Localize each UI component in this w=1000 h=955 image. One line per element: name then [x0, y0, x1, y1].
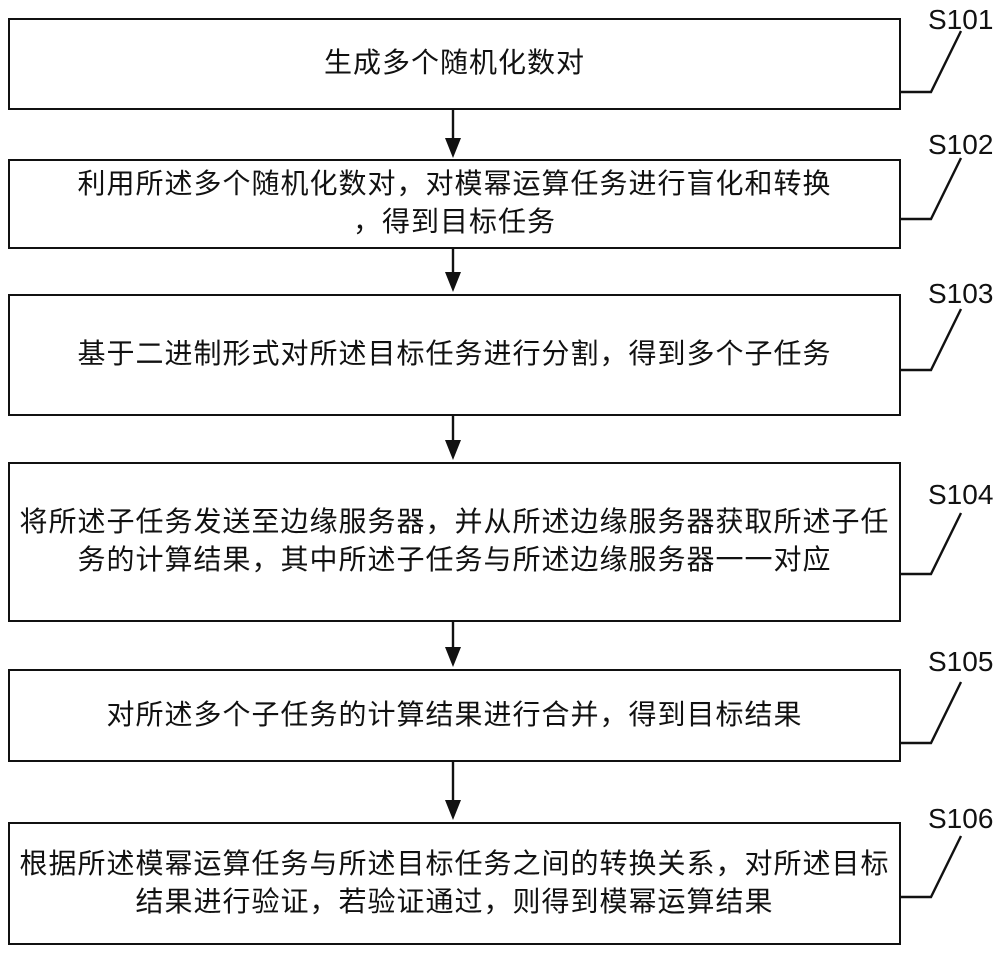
- step-text: 将所述子任务发送至边缘服务器，并从所述边缘服务器获取所述子任: [19, 507, 890, 538]
- step-box-s105: 对所述多个子任务的计算结果进行合并，得到目标结果: [8, 669, 901, 762]
- step-text: 对所述多个子任务的计算结果进行合并，得到目标结果: [106, 699, 803, 731]
- step-box-s106: 根据所述模幂运算任务与所述目标任务之间的转换关系，对所述目标 结果进行验证，若验…: [8, 822, 901, 945]
- flow-arrow-2: [445, 249, 461, 292]
- step-label-s106: S106: [928, 803, 994, 834]
- step-box-s101: 生成多个随机化数对: [8, 18, 901, 110]
- step-box-s103: 基于二进制形式对所述目标任务进行分割，得到多个子任务: [8, 294, 901, 416]
- label-connector-s104: [899, 512, 963, 576]
- step-box-s104: 将所述子任务发送至边缘服务器，并从所述边缘服务器获取所述子任 务的计算结果，其中…: [8, 462, 901, 622]
- step-box-s102: 利用所述多个随机化数对，对模幂运算任务进行盲化和转换 ，得到目标任务: [8, 159, 901, 249]
- label-connector-s106: [899, 835, 963, 899]
- step-text: 基于二进制形式对所述目标任务进行分割，得到多个子任务: [77, 339, 832, 370]
- step-label-s105: S105: [928, 646, 994, 677]
- step-text: 务的计算结果，其中所述子任务与所述边缘服务器一一对应: [77, 545, 832, 576]
- flow-arrow-5: [445, 762, 461, 820]
- label-connector-s103: [899, 308, 963, 372]
- step-label-s101: S101: [928, 4, 994, 35]
- step-text: 生成多个随机化数对: [323, 48, 585, 79]
- step-text: 结果进行验证，若验证通过，则得到模幂运算结果: [135, 886, 774, 918]
- flow-arrow-3: [445, 416, 461, 460]
- step-text: 利用所述多个随机化数对，对模幂运算任务进行盲化和转换: [77, 169, 832, 200]
- step-text: ，得到目标任务: [352, 207, 556, 238]
- flow-arrow-4: [445, 622, 461, 667]
- label-connector-s101: [899, 30, 963, 94]
- step-label-s103: S103: [928, 278, 994, 309]
- step-label-s104: S104: [928, 479, 994, 510]
- label-connector-s105: [899, 681, 963, 745]
- step-text: 根据所述模幂运算任务与所述目标任务之间的转换关系，对所述目标: [19, 848, 890, 880]
- flow-arrow-1: [445, 110, 461, 158]
- label-connector-s102: [899, 157, 963, 221]
- step-label-s102: S102: [928, 129, 994, 160]
